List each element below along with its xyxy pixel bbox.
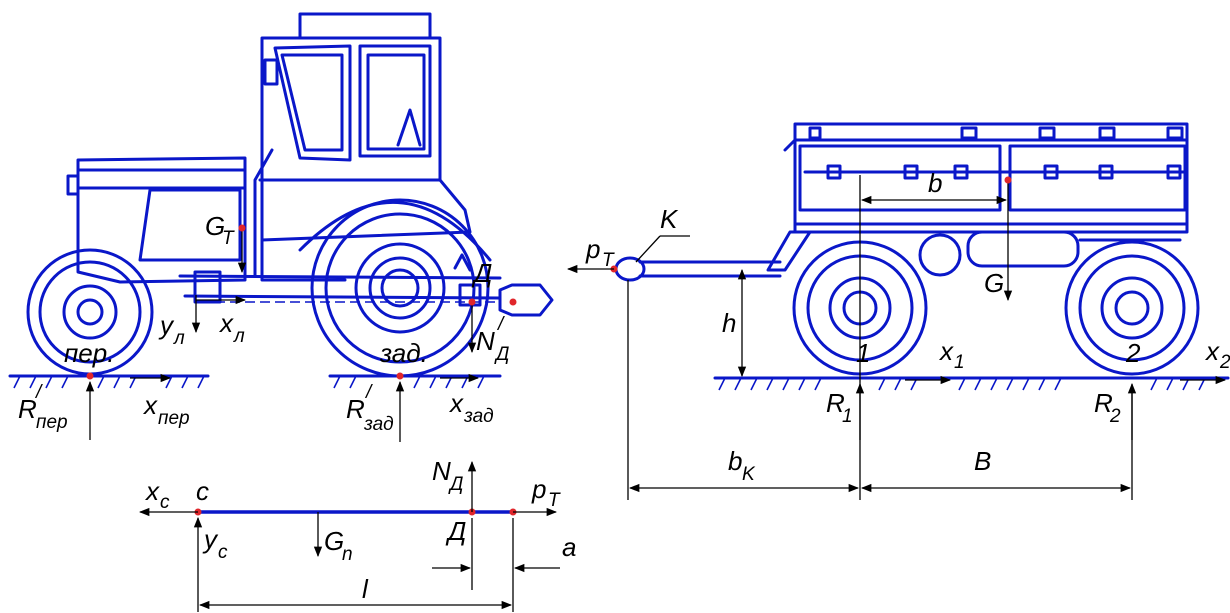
trailer-label-x1-sub: 1 [954, 352, 965, 373]
beam-label-pt-sub: T [548, 490, 561, 511]
trailer-label-r2: R [1094, 388, 1113, 418]
trailer-chassis [766, 230, 1182, 277]
trailer-forces [566, 175, 1227, 500]
label-r-front: R [18, 394, 37, 424]
label-yl-sub: л [173, 328, 185, 349]
beam-label-yc: y [202, 524, 219, 554]
ground-hatch-front [13, 375, 205, 389]
beam-label-nd: N [432, 456, 451, 486]
label-nd-sup: / [496, 314, 505, 335]
trailer-label-k: K [660, 204, 679, 234]
trailer-label-pt: p [585, 234, 600, 264]
trailer-label-b: b [928, 168, 942, 198]
label-r-rear: R [346, 394, 365, 424]
tractor-drawing: G T y л x л пер. зад. R / пер x пер R / … [8, 12, 554, 442]
tractor-forces [85, 224, 517, 442]
beam-label-l: l [362, 574, 369, 604]
trailer-label-x2: x [1204, 336, 1220, 366]
label-r-rear-sup: / [364, 382, 373, 403]
beam-label-pt: p [531, 474, 546, 504]
label-nd-sub: Д [494, 344, 509, 365]
tractor-text: G T y л x л пер. зад. R / пер x пер R / … [18, 211, 509, 435]
beam-label-c: c [196, 476, 209, 506]
rear-wheel [310, 198, 490, 378]
trailer-label-x2-sub: 2 [1219, 352, 1230, 373]
label-xl: x [218, 308, 234, 338]
trailer-drawing: p T K h b G x 1 x 2 1 2 R 1 R 2 b K B [566, 122, 1230, 500]
ground-hatch-rear [333, 375, 485, 389]
label-r-front-sup: / [34, 382, 43, 403]
trailer-label-r1: R [826, 388, 845, 418]
label-rear-axle: зад. [379, 338, 428, 368]
trailer-label-axle1: 1 [856, 338, 870, 368]
label-x-rear: x [448, 388, 464, 418]
beam-label-xc-sub: c [160, 492, 170, 513]
beam-label-gn: G [324, 526, 344, 556]
trailer-label-bk-sub: K [742, 464, 756, 485]
label-x-rear-sub: зад [463, 406, 494, 427]
trailer-label-r2-sub: 2 [1109, 406, 1121, 427]
label-x-front: x [142, 390, 158, 420]
label-yl: y [158, 310, 175, 340]
label-r-rear-sub: зад [363, 414, 394, 435]
tractor-frame [178, 253, 554, 317]
trailer-wheel-2 [1064, 240, 1200, 376]
beam-diagram: x c c y c G n N Д Д p T a l [138, 456, 576, 612]
trailer-label-x1: x [938, 336, 954, 366]
trailer-label-g: G [984, 268, 1004, 298]
beam-label-a: a [562, 532, 576, 562]
beam-label-d: Д [445, 516, 466, 546]
label-front-axle: пер. [64, 338, 114, 368]
label-x-front-sub: пер [158, 408, 190, 429]
trailer-label-axle2: 2 [1125, 338, 1141, 368]
label-hitch: Д [471, 258, 492, 288]
beam-label-nd-sub: Д [448, 474, 463, 495]
beam-label-gn-sub: n [342, 544, 353, 565]
trailer-label-pt-sub: T [602, 250, 615, 271]
ground-hatch-trailer [718, 377, 1206, 391]
trailer-drawbar [610, 256, 782, 282]
label-xl-sub: л [233, 326, 245, 347]
tractor-hood [66, 156, 247, 284]
label-r-front-sub: пер [36, 412, 68, 433]
trailer-label-h: h [722, 308, 736, 338]
trailer-label-r1-sub: 1 [842, 406, 853, 427]
trailer-body [783, 122, 1189, 234]
trailer-label-B: B [974, 446, 991, 476]
rear-fender [298, 201, 492, 262]
label-gt: G [205, 211, 225, 241]
beam-label-yc-sub: c [218, 542, 228, 563]
label-gt-sub: T [222, 228, 235, 249]
tractor-cabin [253, 12, 472, 282]
trailer-label-bk: b [728, 446, 742, 476]
trailer-text: p T K h b G x 1 x 2 1 2 R 1 R 2 b K B [585, 168, 1230, 485]
beam-label-xc: x [144, 476, 160, 506]
label-nd: N [476, 326, 495, 356]
